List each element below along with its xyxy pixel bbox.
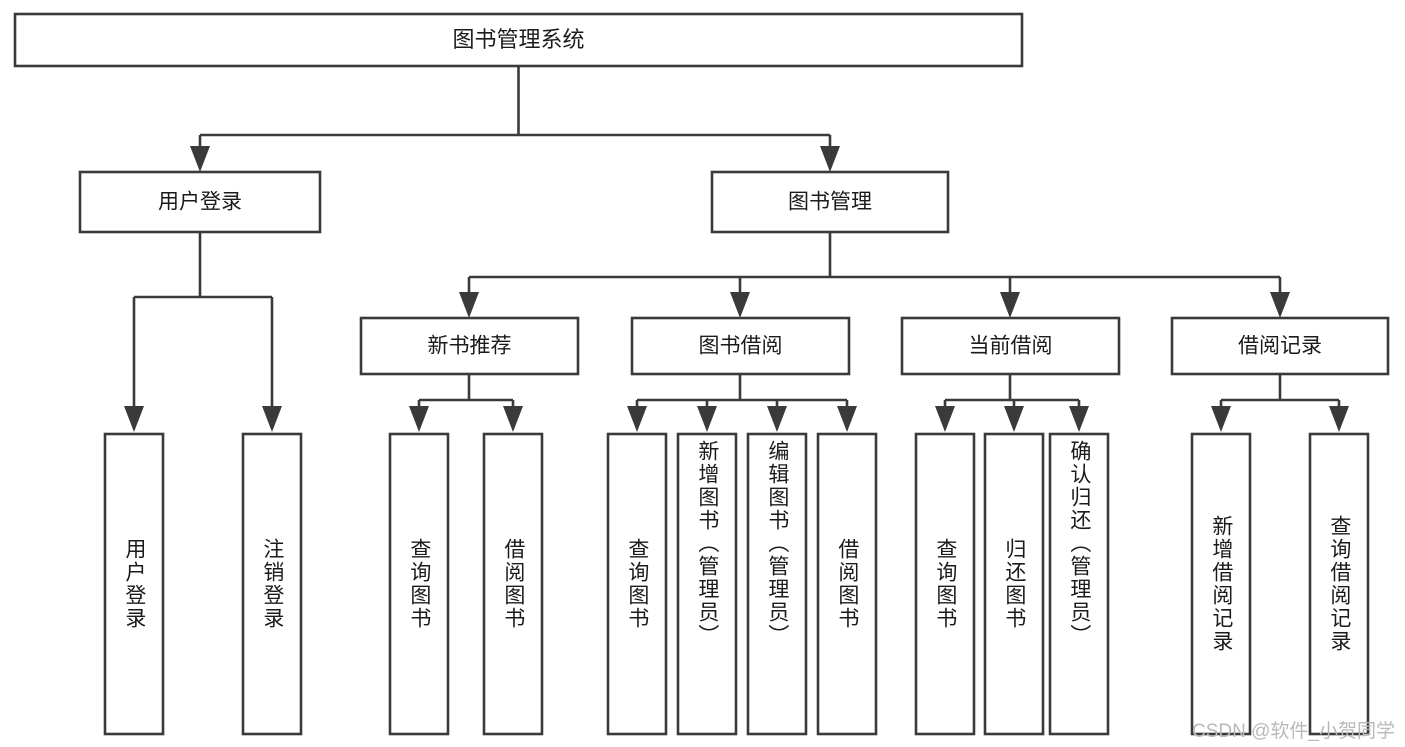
arrow-leaf-nbr-1	[409, 406, 429, 432]
node-root[interactable]: 图书管理系统	[13, 12, 1024, 68]
arrow-leaf-cb-2	[1004, 406, 1024, 432]
node-current-borrow[interactable]: 当前借阅	[900, 316, 1121, 376]
leaf-rect-user-login[interactable]	[103, 432, 165, 736]
arrow-to-new-book-rec	[459, 292, 479, 318]
leaf-rect-query-book-nbr[interactable]	[388, 432, 450, 736]
arrow-to-borrow-record	[1270, 292, 1290, 318]
node-root-label: 图书管理系统	[452, 27, 584, 52]
node-book-borrow[interactable]: 图书借阅	[630, 316, 851, 376]
arrow-leaf-br-2	[1329, 406, 1349, 432]
connector-group-user-login	[124, 232, 282, 432]
node-new-book-rec[interactable]: 新书推荐	[359, 316, 580, 376]
arrow-leaf-nbr-2	[503, 406, 523, 432]
arrow-leaf-bb-4	[837, 406, 857, 432]
arrow-leaf-cb-1	[935, 406, 955, 432]
leaf-boxes	[103, 432, 1370, 736]
node-user-login-rect[interactable]	[78, 170, 322, 234]
node-book-borrow-label: 图书借阅	[699, 335, 783, 358]
connector-group-current-borrow	[935, 374, 1089, 432]
leaf-rect-return-book[interactable]	[983, 432, 1045, 736]
arrow-to-book-manage	[820, 146, 840, 172]
arrow-leaf-bb-3	[767, 406, 787, 432]
connector-group-book-manage	[459, 232, 1290, 318]
arrow-leaf-user-login	[124, 406, 144, 432]
connector-group-book-borrow	[627, 374, 857, 432]
arrow-leaf-cb-3	[1069, 406, 1089, 432]
node-root-rect[interactable]	[13, 12, 1024, 68]
node-user-login-label: 用户登录	[158, 191, 242, 214]
leaf-rect-borrow-book-nbr[interactable]	[482, 432, 544, 736]
leaf-rect-query-record[interactable]	[1308, 432, 1370, 736]
node-current-borrow-rect[interactable]	[900, 316, 1121, 376]
arrow-to-user-login	[190, 146, 210, 172]
leaf-rect-edit-book[interactable]	[746, 432, 808, 736]
connector-group-new-book-rec	[409, 374, 523, 432]
node-book-borrow-rect[interactable]	[630, 316, 851, 376]
node-new-book-rec-rect[interactable]	[359, 316, 580, 376]
node-borrow-record-label: 借阅记录	[1238, 335, 1322, 358]
leaf-rect-add-record[interactable]	[1190, 432, 1252, 736]
arrow-leaf-bb-1	[627, 406, 647, 432]
node-user-login[interactable]: 用户登录	[78, 170, 322, 234]
connector-group-root	[190, 66, 840, 172]
arrow-leaf-bb-2	[697, 406, 717, 432]
node-new-book-rec-label: 新书推荐	[428, 335, 512, 358]
arrow-to-book-borrow	[730, 292, 750, 318]
node-borrow-record-rect[interactable]	[1170, 316, 1390, 376]
leaf-rect-logout[interactable]	[241, 432, 303, 736]
arrow-leaf-br-1	[1211, 406, 1231, 432]
node-book-manage[interactable]: 图书管理	[710, 170, 950, 234]
connector-group-borrow-record	[1211, 374, 1349, 432]
node-current-borrow-label: 当前借阅	[969, 335, 1053, 358]
leaf-rect-add-book[interactable]	[676, 432, 738, 736]
arrow-to-current-borrow	[1000, 292, 1020, 318]
arrow-leaf-logout	[262, 406, 282, 432]
node-book-manage-rect[interactable]	[710, 170, 950, 234]
leaf-rect-confirm-return[interactable]	[1048, 432, 1110, 736]
node-book-manage-label: 图书管理	[788, 191, 872, 214]
leaf-rect-query-book-bb[interactable]	[606, 432, 668, 736]
node-borrow-record[interactable]: 借阅记录	[1170, 316, 1390, 376]
leaf-rect-query-book-cb[interactable]	[914, 432, 976, 736]
leaf-rect-borrow-book-bb[interactable]	[816, 432, 878, 736]
